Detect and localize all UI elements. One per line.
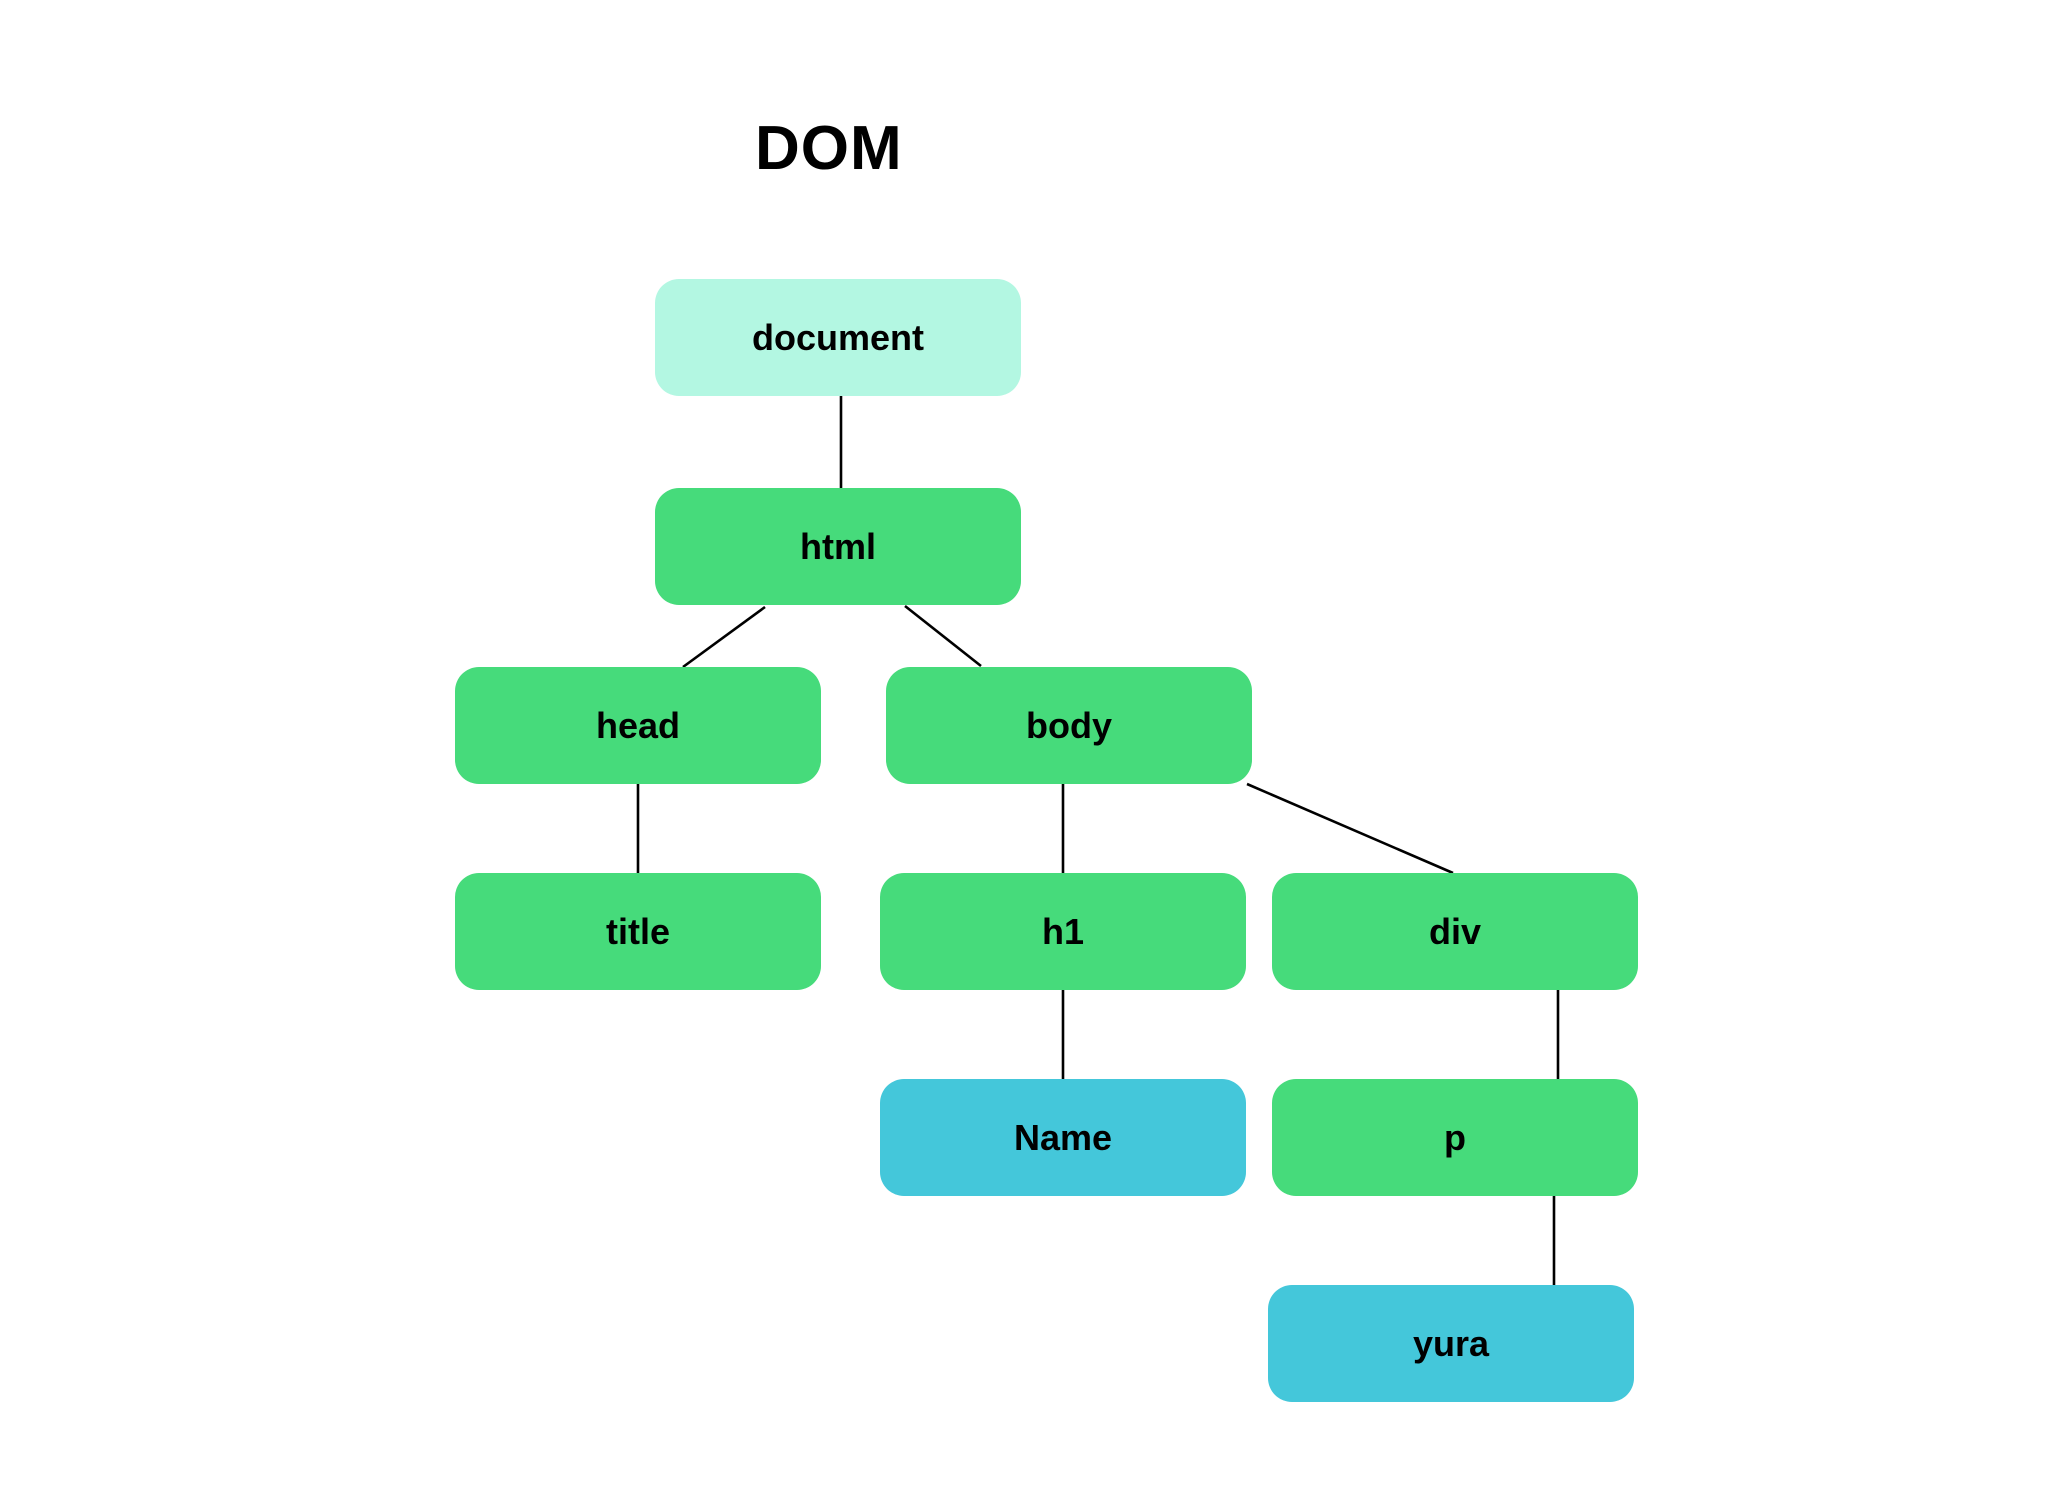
- node-body: body: [886, 667, 1252, 784]
- node-h1: h1: [880, 873, 1246, 990]
- edge-html-head: [682, 605, 766, 669]
- node-head: head: [455, 667, 821, 784]
- node-name-text: Name: [880, 1079, 1246, 1196]
- node-p: p: [1272, 1079, 1638, 1196]
- diagram-title: DOM: [755, 114, 903, 183]
- node-document: document: [655, 279, 1021, 396]
- node-yura-text: yura: [1268, 1285, 1634, 1402]
- node-title: title: [455, 873, 821, 990]
- node-html: html: [655, 488, 1021, 605]
- edge-html-body: [904, 604, 982, 668]
- node-div: div: [1272, 873, 1638, 990]
- edge-body-div: [1246, 782, 1454, 875]
